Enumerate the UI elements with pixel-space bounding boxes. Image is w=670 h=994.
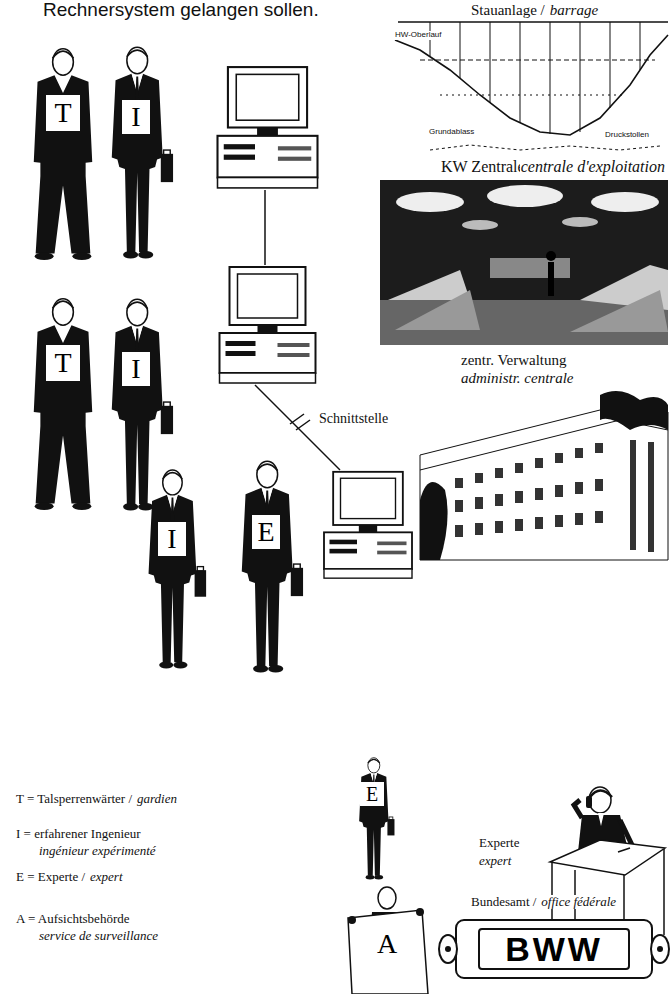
node-letter: I	[167, 525, 176, 553]
label-text: zentr. Verwaltung	[460, 352, 568, 369]
letter-badge: I	[158, 522, 186, 556]
node-letter: T	[54, 349, 71, 377]
label-text: E = Experte /	[15, 870, 86, 884]
label-text: Stauanlage /	[470, 2, 546, 19]
agency-sign: BWW	[478, 928, 630, 970]
node-letter: I	[131, 355, 140, 383]
letter-badge: A	[372, 928, 402, 960]
label-text: administr. centrale	[460, 370, 575, 387]
label-text: expert	[478, 854, 512, 868]
label-text: Druckstollen	[604, 131, 650, 140]
label-text: gardien	[136, 792, 178, 806]
node-letter: E	[366, 784, 378, 804]
node-letter: T	[54, 99, 71, 127]
label-text: Bundesamt /	[470, 895, 537, 909]
label-text: office fédérale	[540, 895, 617, 909]
label-text: Grundablass	[428, 128, 475, 137]
letter-badge: T	[46, 345, 80, 381]
letter-badge: I	[122, 352, 150, 386]
label-text: expert	[89, 870, 123, 884]
label-text: service de surveillance	[38, 929, 159, 943]
label-text: T = Talsperrenwärter /	[15, 792, 133, 806]
letter-badge: E	[252, 515, 280, 549]
label-text: Experte	[478, 836, 520, 850]
node-letter: BWW	[505, 932, 603, 966]
node-letter: A	[377, 930, 397, 958]
letter-badge: I	[122, 100, 150, 134]
label-text: Rechnersystem gelangen sollen.	[42, 0, 320, 21]
label-text: centrale d'exploitation	[520, 158, 666, 176]
letter-badge: T	[46, 95, 80, 131]
node-letter: I	[131, 103, 140, 131]
label-text: HW-Oberlauf	[394, 31, 443, 40]
label-text: barrage	[549, 2, 599, 19]
letter-badge: E	[360, 782, 384, 806]
node-letter: E	[257, 518, 274, 546]
label-text: I = erfahrener Ingenieur	[15, 827, 142, 841]
label-text: ingénieur expérimenté	[38, 844, 157, 858]
label-text: A = Aufsichtsbehörde	[15, 912, 130, 926]
label-text: Schnittstelle	[318, 411, 389, 426]
